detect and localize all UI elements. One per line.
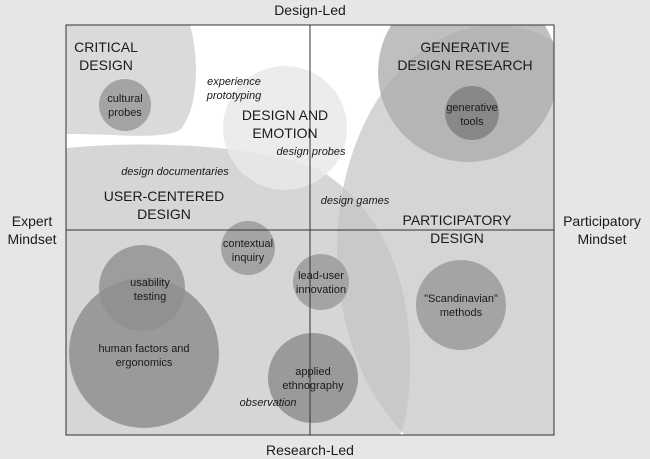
- lead-user-label-2: innovation: [296, 284, 346, 296]
- cultural-probes-label-2: probes: [108, 107, 142, 119]
- design-emotion-label-2: EMOTION: [252, 125, 317, 141]
- contextual-inquiry-label-2: inquiry: [232, 252, 265, 264]
- cultural-probes-bubble: [99, 79, 151, 131]
- design-probes-label: design probes: [276, 146, 346, 158]
- top-axis-label: Design-Led: [274, 2, 346, 18]
- observation-label: observation: [240, 397, 297, 409]
- generative-label-2: DESIGN RESEARCH: [397, 57, 532, 73]
- design-emotion-label-1: DESIGN AND: [242, 107, 328, 123]
- right-axis-label-1: Participatory: [563, 213, 641, 229]
- scandinavian-bubble: [416, 260, 506, 350]
- design-emotion-region: [223, 66, 347, 190]
- ucd-label-2: DESIGN: [137, 206, 191, 222]
- applied-ethnography-bubble: [268, 333, 358, 423]
- ucd-label-1: USER-CENTERED: [104, 188, 225, 204]
- cultural-probes-label-1: cultural: [107, 93, 142, 105]
- generative-tools-label-2: tools: [460, 116, 484, 128]
- bottom-axis-label: Research-Led: [266, 442, 354, 458]
- lead-user-bubble: [293, 254, 349, 310]
- usability-label-1: usability: [130, 277, 170, 289]
- participatory-label-1: PARTICIPATORY: [403, 212, 513, 228]
- lead-user-label-1: lead-user: [298, 270, 344, 282]
- generative-tools-label-1: generative: [446, 102, 497, 114]
- critical-design-label-2: DESIGN: [79, 57, 133, 73]
- contextual-inquiry-bubble: [221, 221, 275, 275]
- human-factors-label-1: human factors and: [98, 343, 189, 355]
- design-documentaries-label: design documentaries: [121, 166, 229, 178]
- generative-tools-bubble: [445, 86, 499, 140]
- experience-prototyping-label-1: experience: [207, 76, 261, 88]
- human-factors-label-2: ergonomics: [116, 357, 173, 369]
- human-factors-bubble: [69, 278, 219, 428]
- usability-label-2: testing: [134, 291, 166, 303]
- applied-ethnography-label-2: ethnography: [282, 380, 344, 392]
- participatory-label-2: DESIGN: [430, 230, 484, 246]
- left-axis-label-2: Mindset: [7, 231, 56, 247]
- experience-prototyping-label-2: prototyping: [206, 90, 262, 102]
- scandinavian-label-2: methods: [440, 307, 483, 319]
- usability-bubble: [99, 245, 185, 331]
- design-games-label: design games: [321, 195, 390, 207]
- contextual-inquiry-label-1: contextual: [223, 238, 273, 250]
- left-axis-label-1: Expert: [12, 213, 53, 229]
- right-axis-label-2: Mindset: [577, 231, 626, 247]
- applied-ethnography-label-1: applied: [295, 366, 330, 378]
- critical-design-label-1: CRITICAL: [74, 39, 138, 55]
- scandinavian-label-1: "Scandinavian": [424, 293, 498, 305]
- generative-label-1: GENERATIVE: [420, 39, 509, 55]
